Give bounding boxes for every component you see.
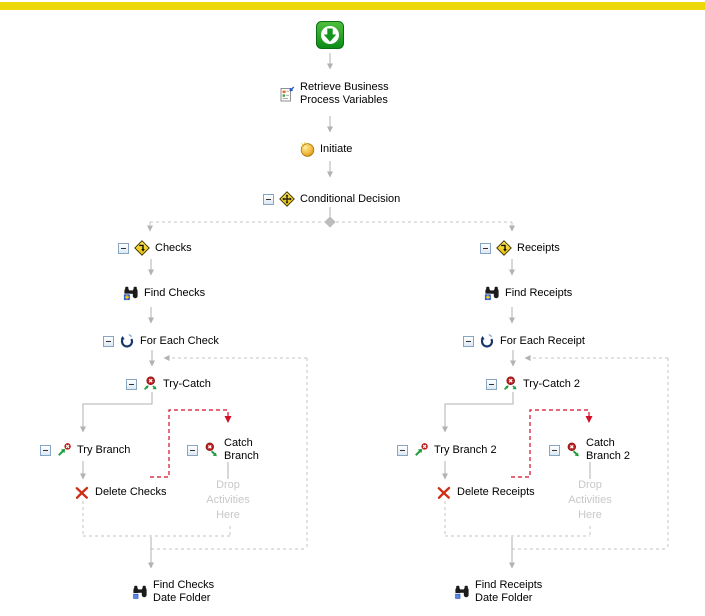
find-folder-binoculars-icon <box>132 584 148 600</box>
node-label: Find Checks <box>144 286 206 299</box>
node-find-checks[interactable]: Find Checks <box>123 285 205 301</box>
node-try-branch-2[interactable]: Try Branch 2 <box>397 442 497 458</box>
node-for-each-check[interactable]: For Each Check <box>103 333 219 349</box>
find-binoculars-icon <box>123 285 139 301</box>
collapse-icon[interactable] <box>463 335 474 347</box>
delete-x-icon <box>74 484 90 500</box>
node-find-checks-date-folder[interactable]: Find Checks Date Folder <box>132 579 214 605</box>
node-label: Delete Receipts <box>457 485 535 498</box>
try-branch-icon <box>56 442 72 458</box>
node-conditional-decision[interactable]: Conditional Decision <box>263 191 400 207</box>
branch-case-icon <box>496 240 512 256</box>
node-retrieve-business-process-variables[interactable]: Retrieve Business Process Variables <box>279 81 389 107</box>
node-label: Delete Checks <box>95 485 167 498</box>
node-find-receipts-date-folder[interactable]: Find Receipts Date Folder <box>454 579 542 605</box>
node-receipts[interactable]: Receipts <box>480 240 560 256</box>
collapse-icon[interactable] <box>263 193 274 205</box>
node-label: Try Branch <box>77 443 131 456</box>
node-initiate[interactable]: Initiate <box>299 141 352 157</box>
node-try-branch[interactable]: Try Branch <box>40 442 130 458</box>
node-label: Find Receipts <box>505 286 573 299</box>
branch-case-icon <box>134 240 150 256</box>
catch-branch-icon <box>565 442 581 458</box>
node-label: Initiate <box>320 142 353 155</box>
delete-x-icon <box>436 484 452 500</box>
node-checks[interactable]: Checks <box>118 240 192 256</box>
try-catch-icon <box>502 376 518 392</box>
node-label: Checks <box>155 241 192 254</box>
node-catch-branch[interactable]: Catch Branch <box>187 437 259 463</box>
conditional-decision-icon <box>279 191 295 207</box>
node-label: For Each Check <box>140 334 219 347</box>
drop-activities-placeholder[interactable]: Drop Activities Here <box>206 479 250 521</box>
node-label: Find Receipts Date Folder <box>475 579 543 604</box>
collapse-icon[interactable] <box>187 444 198 456</box>
drop-activities-placeholder[interactable]: Drop Activities Here <box>568 479 612 521</box>
start-icon <box>316 21 344 49</box>
node-for-each-receipt[interactable]: For Each Receipt <box>463 333 585 349</box>
document-variables-icon <box>279 86 295 102</box>
node-find-receipts[interactable]: Find Receipts <box>484 285 572 301</box>
node-label: Find Checks Date Folder <box>153 579 215 604</box>
for-each-loop-icon <box>479 333 495 349</box>
node-label: Catch Branch <box>224 437 259 462</box>
node-label: Try-Catch 2 <box>523 377 581 390</box>
node-label: Catch Branch 2 <box>586 437 631 462</box>
find-binoculars-icon <box>484 285 500 301</box>
collapse-icon[interactable] <box>480 242 491 254</box>
initiate-coin-icon <box>299 141 315 157</box>
collapse-icon[interactable] <box>486 378 497 390</box>
node-start[interactable] <box>316 21 344 49</box>
for-each-loop-icon <box>119 333 135 349</box>
node-delete-checks[interactable]: Delete Checks <box>74 484 167 500</box>
node-label: Retrieve Business Process Variables <box>300 81 389 106</box>
node-label: Try Branch 2 <box>434 443 497 456</box>
collapse-icon[interactable] <box>397 444 408 456</box>
node-label: Try-Catch <box>163 377 211 390</box>
catch-branch-icon <box>203 442 219 458</box>
top-accent-bar <box>0 2 705 10</box>
collapse-icon[interactable] <box>118 242 129 254</box>
node-catch-branch-2[interactable]: Catch Branch 2 <box>549 437 630 463</box>
try-catch-icon <box>142 376 158 392</box>
node-label: Receipts <box>517 241 560 254</box>
try-branch-icon <box>413 442 429 458</box>
collapse-icon[interactable] <box>549 444 560 456</box>
node-try-catch[interactable]: Try-Catch <box>126 376 211 392</box>
find-folder-binoculars-icon <box>454 584 470 600</box>
collapse-icon[interactable] <box>103 335 114 347</box>
collapse-icon[interactable] <box>126 378 137 390</box>
node-label: For Each Receipt <box>500 334 585 347</box>
collapse-icon[interactable] <box>40 444 51 456</box>
node-try-catch-2[interactable]: Try-Catch 2 <box>486 376 580 392</box>
node-delete-receipts[interactable]: Delete Receipts <box>436 484 535 500</box>
node-label: Conditional Decision <box>300 192 401 205</box>
